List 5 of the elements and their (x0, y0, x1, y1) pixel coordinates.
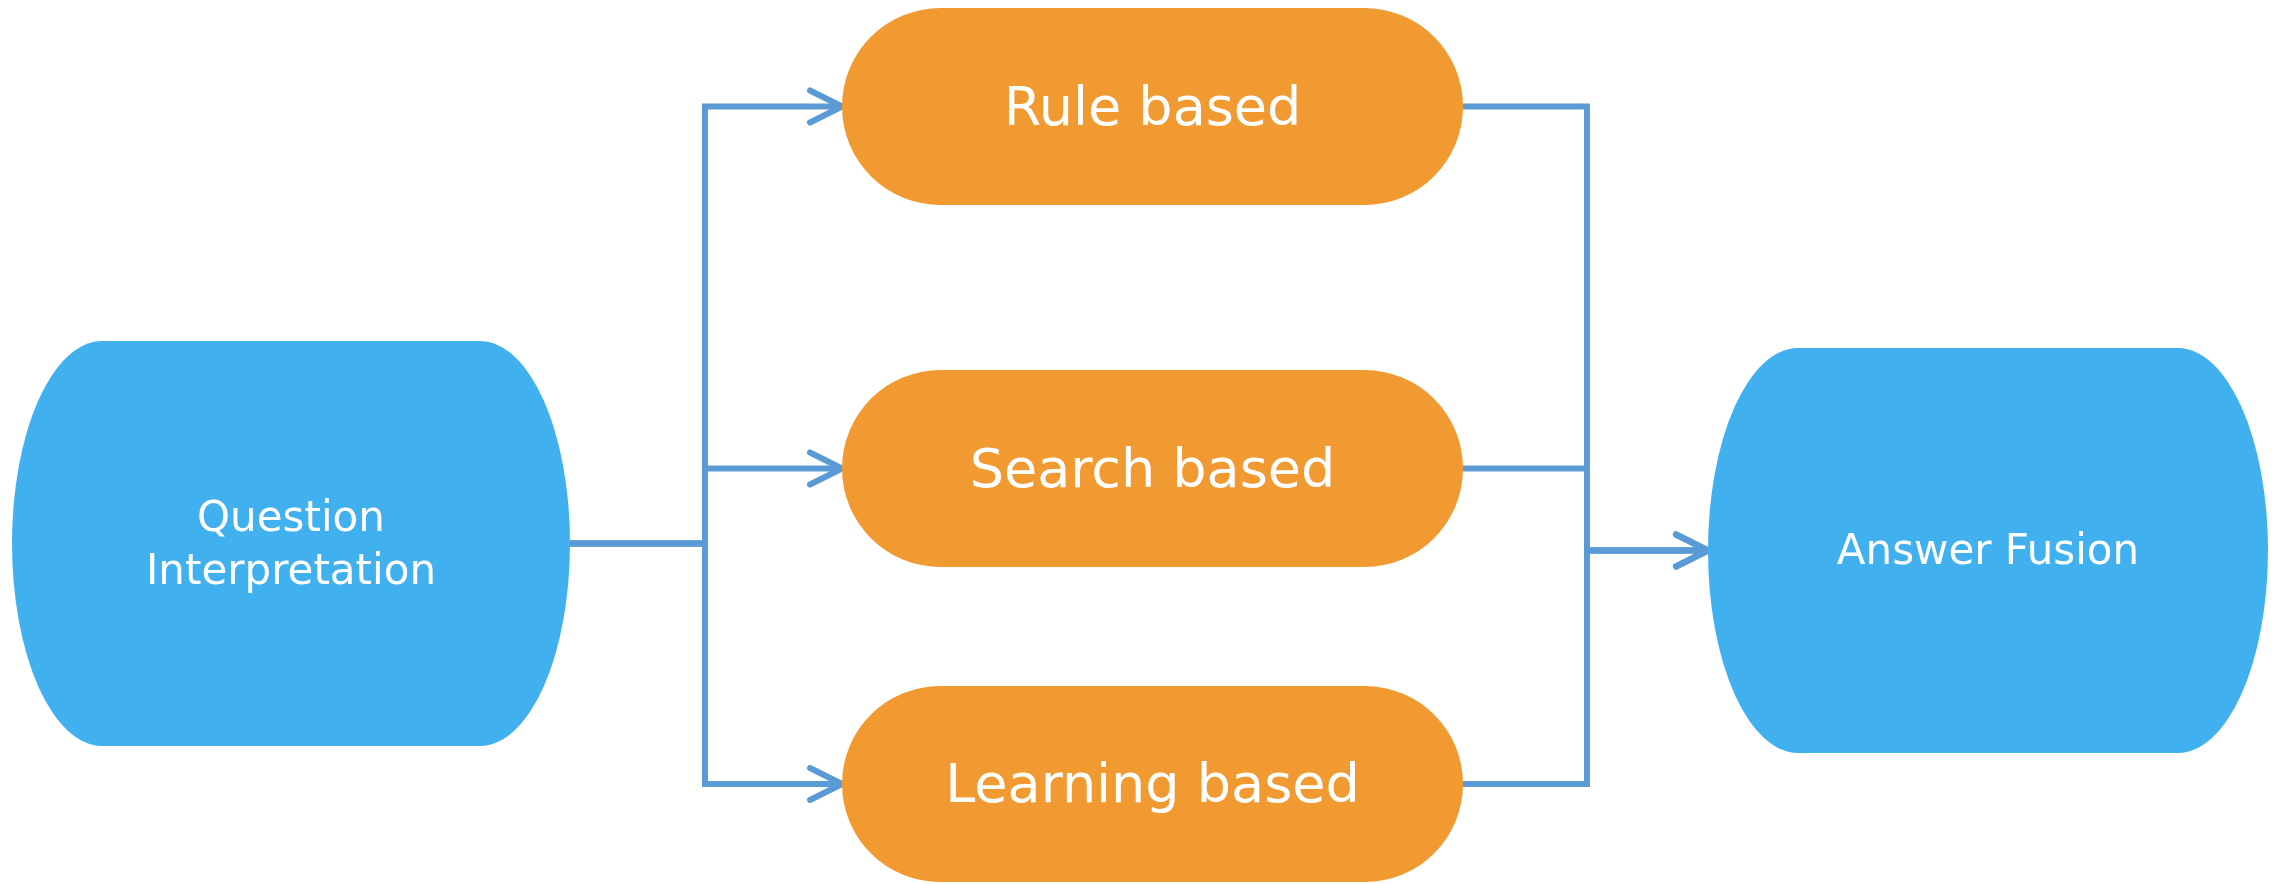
node-label: Rule based (1003, 73, 1302, 140)
node-label: Question Interpretation (144, 491, 438, 596)
node-label: Answer Fusion (1836, 524, 2140, 577)
node-label: Search based (969, 435, 1336, 502)
node-label: Learning based (945, 751, 1360, 818)
